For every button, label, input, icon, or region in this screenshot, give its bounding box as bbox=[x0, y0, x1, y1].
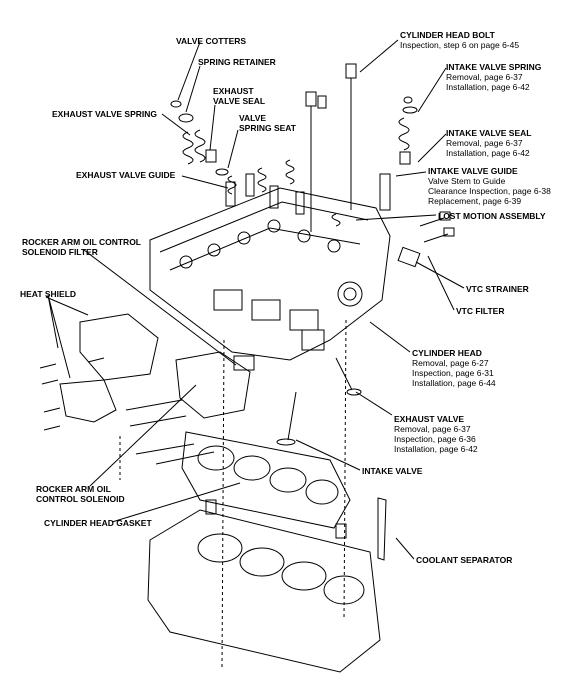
assembly-axes bbox=[119, 319, 347, 669]
heat-shield bbox=[39, 313, 159, 431]
label-exhaust-valve: EXHAUST VALVE Removal, page 6-37 Inspect… bbox=[394, 414, 478, 454]
exhaust-valve-train bbox=[170, 100, 305, 215]
label-cylinder-head-gasket: CYLINDER HEAD GASKET bbox=[44, 518, 152, 528]
intake-valve-train bbox=[331, 96, 418, 227]
label-lost-motion-assembly: LOST MOTION ASSEMBLY bbox=[438, 211, 546, 221]
cylinder-head-gasket bbox=[181, 431, 351, 529]
lost-motion-bolts bbox=[397, 211, 455, 268]
coolant-separator bbox=[377, 497, 387, 561]
cylinder-head-body bbox=[149, 187, 391, 361]
label-cylinder-head: CYLINDER HEAD Removal, page 6-27 Inspect… bbox=[412, 348, 496, 388]
label-cylinder-head-bolt: CYLINDER HEAD BOLT Inspection, step 6 on… bbox=[400, 30, 520, 50]
label-valve-spring-seat: VALVE SPRING SEAT bbox=[239, 113, 296, 133]
leader-lines bbox=[45, 39, 465, 560]
label-spring-retainer: SPRING RETAINER bbox=[198, 57, 276, 67]
label-intake-valve-guide: INTAKE VALVE GUIDE Valve Stem to Guide C… bbox=[428, 166, 551, 206]
label-rocker-arm-solenoid: ROCKER ARM OIL CONTROL SOLENOID bbox=[36, 484, 125, 504]
label-valve-cotters: VALVE COTTERS bbox=[176, 36, 247, 46]
label-intake-valve-spring: INTAKE VALVE SPRING Removal, page 6-37 I… bbox=[446, 62, 542, 92]
label-exhaust-valve-guide: EXHAUST VALVE GUIDE bbox=[76, 170, 176, 180]
head-bolts bbox=[305, 63, 357, 232]
label-exhaust-valve-seal: EXHAUST VALVE SEAL bbox=[213, 86, 266, 106]
label-intake-valve: INTAKE VALVE bbox=[362, 466, 423, 476]
label-coolant-separator: COOLANT SEPARATOR bbox=[416, 555, 513, 565]
label-rocker-arm-filter: ROCKER ARM OIL CONTROL SOLENOID FILTER bbox=[22, 237, 141, 257]
cylinder-block bbox=[147, 499, 381, 673]
label-vtc-strainer: VTC STRAINER bbox=[466, 284, 529, 294]
label-intake-valve-seal: INTAKE VALVE SEAL Removal, page 6-37 Ins… bbox=[446, 128, 532, 158]
valves bbox=[276, 357, 362, 446]
label-heat-shield: HEAT SHIELD bbox=[20, 289, 77, 299]
rocker-arm-solenoid bbox=[125, 351, 255, 465]
label-vtc-filter: VTC FILTER bbox=[456, 306, 505, 316]
label-exhaust-valve-spring: EXHAUST VALVE SPRING bbox=[52, 109, 158, 119]
